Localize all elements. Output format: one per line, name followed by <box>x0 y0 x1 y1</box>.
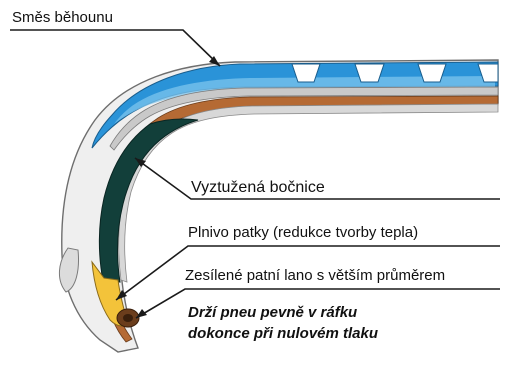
label-bead-filler: Plnivo patky (redukce tvorby tepla) <box>188 225 418 240</box>
rim-retention-note-line-1: Drží pneu pevně v ráfku <box>188 302 378 323</box>
label-reinforced-sidewall: Vyztužená bočnice <box>191 180 325 196</box>
rim-retention-note: Drží pneu pevně v ráfku dokonce při nulo… <box>188 302 378 344</box>
bead-cable-core <box>123 314 133 322</box>
label-bead-cable: Zesílené patní lano s větším průměrem <box>185 268 445 283</box>
leader-line-tread <box>10 30 220 66</box>
rim-retention-note-line-2: dokonce při nulovém tlaku <box>188 323 378 344</box>
label-tread-compound: Směs běhounu <box>12 10 113 25</box>
